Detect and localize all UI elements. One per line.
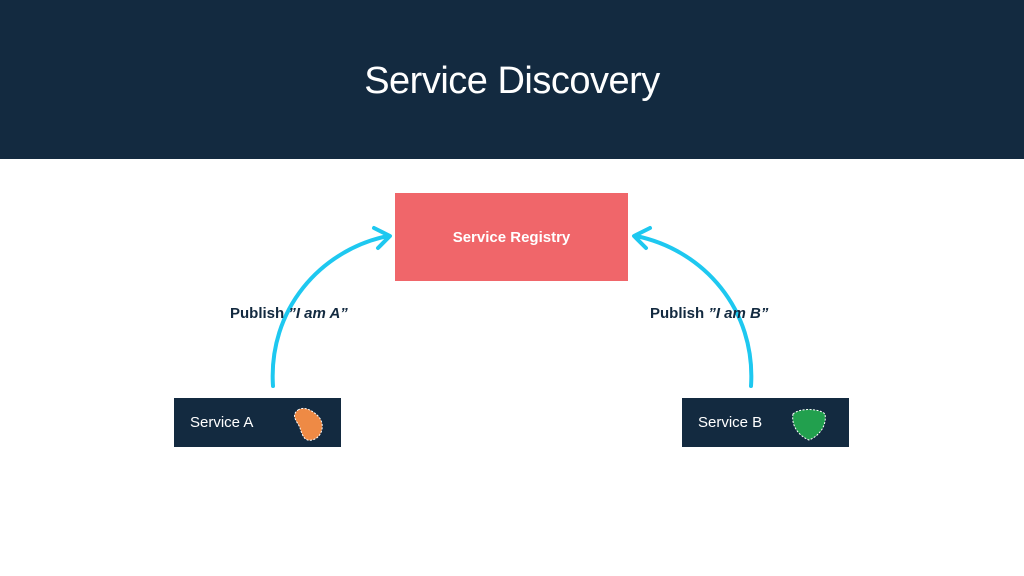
orange-blob-icon [294,407,323,441]
service-a-label: Service A [190,414,254,431]
publish-a-quote: ”I am A” [288,305,348,322]
arrow-b-to-registry [634,234,754,388]
page-title: Service Discovery [364,60,660,102]
service-b-box: Service B [682,398,849,447]
publish-b-prefix: Publish [650,305,709,322]
arrowhead-left [372,226,392,250]
arrow-a-to-registry [270,234,390,388]
arrowhead-right [632,226,652,250]
header-bar: Service Discovery [0,0,1024,159]
green-shield-icon [792,409,826,441]
service-a-box: Service A [174,398,341,447]
publish-label-a: Publish ”I am A” [230,305,348,322]
publish-b-quote: ”I am B” [708,305,769,322]
publish-a-prefix: Publish [230,305,289,322]
service-registry-label: Service Registry [452,228,571,246]
service-b-label: Service B [698,414,763,431]
publish-label-b: Publish ”I am B” [650,305,768,322]
service-registry-box: Service Registry [395,193,628,281]
